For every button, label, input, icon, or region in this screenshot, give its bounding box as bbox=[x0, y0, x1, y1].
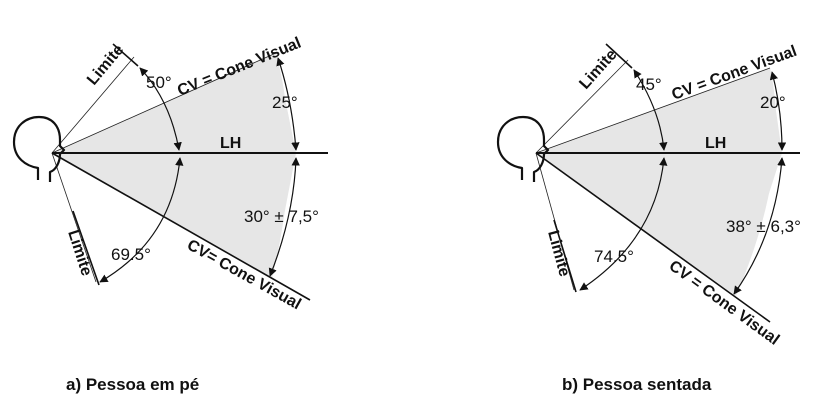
angle-limit-lower: 69.5° bbox=[111, 245, 151, 264]
limit-upper-label: Limite bbox=[84, 41, 127, 88]
head-icon bbox=[12, 115, 66, 182]
arc-cone-upper bbox=[276, 57, 300, 151]
limit-lower-ray bbox=[51, 152, 97, 283]
arc-cone-upper bbox=[769, 71, 787, 151]
angle-limit-upper: 45° bbox=[636, 75, 662, 94]
angle-cone-upper: 25° bbox=[272, 93, 298, 112]
angle-limit-upper: 50° bbox=[146, 73, 172, 92]
caption-seated: b) Pessoa sentada bbox=[562, 375, 712, 394]
arc-limit-lower bbox=[579, 157, 668, 291]
limit-lower-label: Limite bbox=[544, 229, 573, 279]
caption-standing: a) Pessoa em pé bbox=[66, 375, 199, 394]
arc-limit-lower bbox=[99, 157, 184, 283]
angle-cone-upper: 20° bbox=[760, 93, 786, 112]
panel-standing: LH 50° 25° 30° ± 7,5° 69.5° CV = Cone Vi… bbox=[12, 35, 328, 394]
limit-upper-ray bbox=[51, 56, 135, 154]
head-icon bbox=[496, 115, 550, 182]
arc-cone-lower bbox=[268, 157, 300, 277]
visual-cone-area bbox=[52, 53, 296, 278]
arc-limit-upper bbox=[633, 69, 668, 151]
lh-label: LH bbox=[220, 135, 241, 152]
arc-cone-lower bbox=[733, 157, 786, 295]
angle-cone-lower: 30° ± 7,5° bbox=[244, 207, 319, 226]
limit-upper-label: Limite bbox=[576, 46, 620, 92]
limit-lower-label: Limite bbox=[64, 228, 95, 278]
arc-limit-upper bbox=[139, 67, 182, 151]
angle-limit-lower: 74.5° bbox=[594, 247, 634, 266]
limit-upper-ray bbox=[535, 59, 629, 154]
panel-seated: LH 45° 20° 38° ± 6,3° 74.5° CV = Cone Vi… bbox=[496, 43, 801, 394]
angle-cone-lower: 38° ± 6,3° bbox=[726, 217, 801, 236]
lh-label: LH bbox=[705, 135, 726, 152]
